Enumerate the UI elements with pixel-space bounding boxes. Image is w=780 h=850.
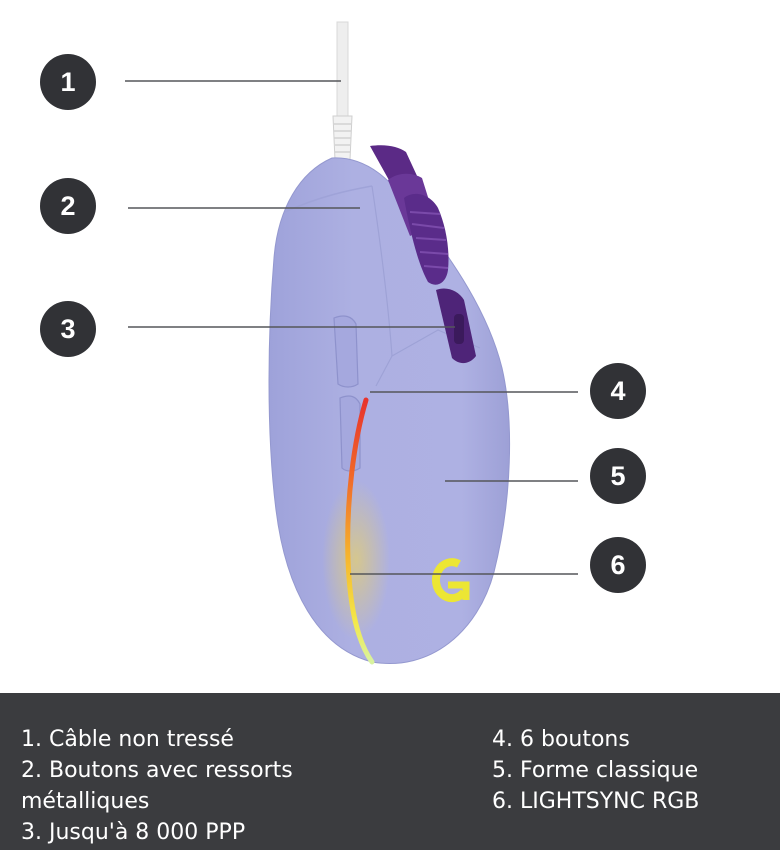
product-figure: 1 2 3 4 5 6 bbox=[40, 21, 646, 665]
mouse-body bbox=[268, 157, 511, 664]
callout-badge-4: 4 bbox=[590, 363, 646, 419]
callout-badge-3: 3 bbox=[40, 301, 96, 357]
feature-item-4: 4. 6 boutons bbox=[492, 727, 630, 752]
feature-item-6: 6. LIGHTSYNC RGB bbox=[492, 789, 700, 814]
rgb-light-strip bbox=[322, 397, 390, 665]
leader-lines bbox=[125, 80, 578, 575]
g-logo-icon bbox=[432, 558, 470, 603]
cable bbox=[332, 21, 353, 161]
callout-badge-2: 2 bbox=[40, 178, 96, 234]
mouse-illustration bbox=[125, 21, 578, 665]
feature-item-1: 1. Câble non tressé bbox=[21, 727, 234, 752]
callout-badge-6: 6 bbox=[590, 537, 646, 593]
feature-list-left: 1. Câble non tressé 2. Boutons avec ress… bbox=[21, 724, 351, 848]
scroll-wheel bbox=[370, 145, 476, 364]
feature-item-2: 2. Boutons avec ressorts métalliques bbox=[21, 758, 293, 814]
callout-badge-5: 5 bbox=[590, 448, 646, 504]
callout-badge-1: 1 bbox=[40, 54, 96, 110]
feature-item-5: 5. Forme classique bbox=[492, 758, 699, 783]
feature-caption-panel: 1. Câble non tressé 2. Boutons avec ress… bbox=[0, 693, 780, 850]
feature-item-3: 3. Jusqu'à 8 000 PPP bbox=[21, 820, 246, 845]
feature-list-right: 4. 6 boutons 5. Forme classique 6. LIGHT… bbox=[492, 724, 772, 817]
